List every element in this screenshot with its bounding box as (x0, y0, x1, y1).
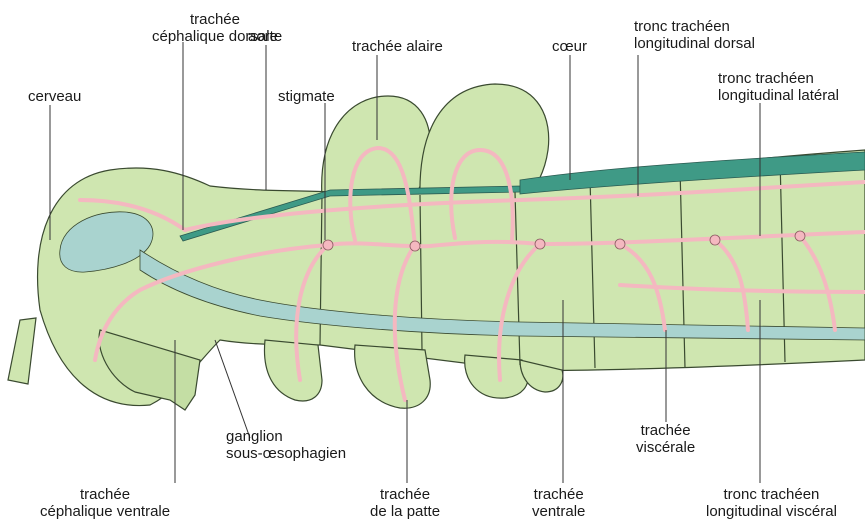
antenna (8, 318, 36, 384)
label-trachee-viscerale: trachée viscérale (636, 422, 695, 456)
stigma-5 (710, 235, 720, 245)
label-line: longitudinal viscéral (706, 503, 837, 520)
label-stigmate: stigmate (278, 88, 335, 105)
label-line: ganglion (226, 428, 346, 445)
label-trachee-cephalique-ventrale: trachée céphalique ventrale (40, 486, 170, 520)
label-trachee-alaire: trachée alaire (352, 38, 443, 55)
label-line: de la patte (370, 503, 440, 520)
label-trachee-ventrale: trachée ventrale (532, 486, 585, 520)
label-trachee-de-la-patte: trachée de la patte (370, 486, 440, 520)
label-line: trachée (636, 422, 695, 439)
label-tronc-longitudinal-dorsal: tronc trachéen longitudinal dorsal (634, 18, 755, 52)
leader-ganglion (215, 340, 250, 438)
stigma-4 (615, 239, 625, 249)
leg-3 (465, 355, 529, 398)
label-cerveau: cerveau (28, 88, 81, 105)
label-line: trachée (40, 486, 170, 503)
leg-2 (355, 345, 431, 408)
label-coeur: cœur (552, 38, 587, 55)
leg-1 (264, 340, 322, 401)
label-ganglion: ganglion sous-œsophagien (226, 428, 346, 462)
label-line: longitudinal latéral (718, 87, 839, 104)
stigma-2 (410, 241, 420, 251)
label-tronc-longitudinal-lateral: tronc trachéen longitudinal latéral (718, 70, 839, 104)
label-line: sous-œsophagien (226, 445, 346, 462)
label-line: longitudinal dorsal (634, 35, 755, 52)
label-line: viscérale (636, 439, 695, 456)
label-line: tronc trachéen (718, 70, 839, 87)
label-line: ventrale (532, 503, 585, 520)
label-line: trachée (152, 11, 278, 28)
label-line: tronc trachéen (634, 18, 755, 35)
label-line: trachée (532, 486, 585, 503)
label-tronc-longitudinal-visceral: tronc trachéen longitudinal viscéral (706, 486, 837, 520)
label-line: céphalique ventrale (40, 503, 170, 520)
label-line: trachée (370, 486, 440, 503)
stigma-3 (535, 239, 545, 249)
stigma-6 (795, 231, 805, 241)
label-aorte: aorte (248, 28, 282, 45)
label-line: tronc trachéen (706, 486, 837, 503)
stigma-1 (323, 240, 333, 250)
